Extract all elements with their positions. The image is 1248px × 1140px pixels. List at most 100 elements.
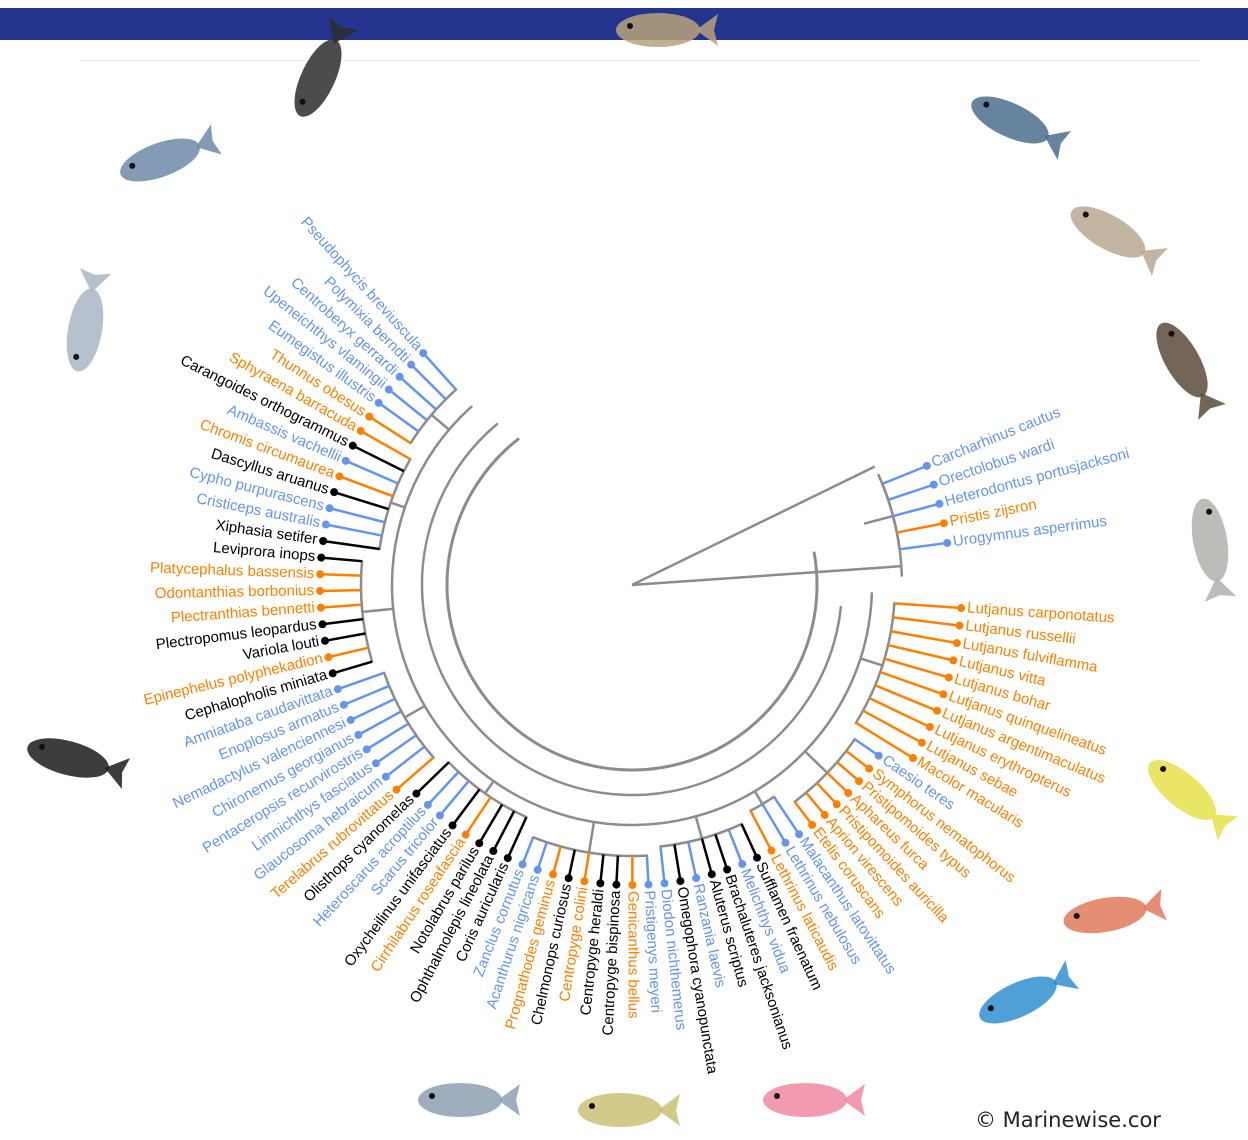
tip-branch bbox=[891, 631, 957, 643]
fish-illustration-blue-bream bbox=[115, 124, 222, 191]
fish-illustration-striped-butterflyfish bbox=[285, 16, 359, 123]
fish-body bbox=[1063, 196, 1153, 267]
tip-branch bbox=[508, 817, 527, 858]
tip-branch bbox=[894, 603, 961, 608]
tip-node bbox=[329, 669, 337, 677]
clade-stem bbox=[861, 658, 883, 665]
tip-branch bbox=[616, 856, 618, 885]
clade-stem bbox=[362, 609, 393, 612]
tip-node bbox=[565, 874, 573, 882]
tip-node bbox=[926, 723, 934, 731]
tip-branch bbox=[742, 824, 757, 858]
fish-illustration-pink-snapper bbox=[763, 1083, 865, 1117]
fish-body bbox=[285, 33, 351, 123]
root-branch bbox=[632, 467, 901, 585]
fish-illustration-tuna bbox=[965, 87, 1072, 161]
tip-node bbox=[357, 427, 365, 435]
tip-branch bbox=[806, 793, 825, 815]
tip-node bbox=[330, 488, 338, 496]
fish-body bbox=[578, 1093, 662, 1127]
tip-node bbox=[875, 752, 883, 760]
tip-node bbox=[419, 349, 427, 357]
tip-branch bbox=[569, 850, 575, 878]
tip-node bbox=[644, 881, 652, 889]
tip-branch bbox=[600, 854, 603, 883]
fish-tail bbox=[498, 1084, 520, 1116]
tip-branch bbox=[340, 476, 393, 496]
tip-branch bbox=[846, 751, 869, 769]
tip-branch bbox=[855, 739, 879, 756]
tip-branch bbox=[856, 723, 913, 758]
fish-body bbox=[61, 286, 109, 375]
fish-illustration-flathead bbox=[616, 13, 718, 47]
tip-node bbox=[334, 685, 342, 693]
tip-branch bbox=[827, 773, 848, 793]
fish-eye bbox=[627, 23, 633, 29]
tip-node bbox=[708, 870, 716, 878]
tip-branch bbox=[322, 619, 363, 624]
tip-node bbox=[504, 854, 512, 862]
tip-branch bbox=[837, 762, 859, 781]
tip-branch bbox=[817, 783, 837, 804]
tip-node bbox=[324, 653, 332, 661]
tip-node bbox=[660, 879, 668, 887]
clade-stem bbox=[391, 503, 405, 508]
tip-node bbox=[933, 707, 941, 715]
fish-illustration-small-perch bbox=[1063, 196, 1168, 276]
tip-node bbox=[918, 739, 926, 747]
tip-branch bbox=[361, 431, 411, 459]
tip-node bbox=[449, 821, 457, 829]
tip-node bbox=[930, 481, 938, 489]
tip-branch bbox=[893, 504, 939, 516]
tip-branch bbox=[884, 659, 948, 678]
fish-eye bbox=[429, 1093, 435, 1099]
tip-node bbox=[767, 847, 775, 855]
tip-node bbox=[396, 373, 404, 381]
fish-body bbox=[23, 731, 113, 786]
clade-stem bbox=[805, 751, 827, 772]
fish-eye bbox=[589, 1103, 595, 1109]
tip-node bbox=[336, 472, 344, 480]
tip-branch bbox=[423, 353, 456, 389]
tip-node bbox=[753, 854, 761, 862]
tip-branch bbox=[328, 648, 368, 657]
fish-illustration-yellow-snapper bbox=[1139, 750, 1239, 842]
tip-branch bbox=[325, 633, 365, 640]
fish-body bbox=[1146, 315, 1217, 405]
copyright-text: © Marinewise.cor bbox=[975, 1108, 1161, 1132]
tip-branch bbox=[330, 508, 385, 522]
tip-branch bbox=[863, 711, 922, 743]
tip-node bbox=[365, 413, 373, 421]
tip-node bbox=[363, 745, 371, 753]
tip-node bbox=[949, 656, 957, 664]
tip-branch bbox=[893, 617, 959, 625]
tip-node bbox=[321, 637, 329, 645]
clade-stem bbox=[405, 706, 425, 718]
tip-node bbox=[943, 539, 951, 547]
fish-illustration-sunfish bbox=[418, 1083, 520, 1117]
clade-stem bbox=[755, 791, 763, 804]
fish-illustration-moorish-idol bbox=[23, 731, 130, 790]
backbone-arc-middle bbox=[422, 424, 841, 795]
fish-body bbox=[418, 1083, 502, 1117]
fish-illustration-red-snapper bbox=[1061, 888, 1167, 939]
tip-branch bbox=[751, 811, 772, 851]
tip-branch bbox=[688, 842, 696, 878]
tip-node bbox=[955, 622, 963, 630]
tip-node bbox=[326, 504, 334, 512]
tip-branch bbox=[897, 523, 944, 532]
tip-node bbox=[317, 604, 325, 612]
clade-stem bbox=[589, 822, 594, 853]
tip-branch bbox=[647, 856, 649, 885]
tip-node bbox=[519, 860, 527, 868]
tip-node bbox=[322, 521, 330, 529]
tip-node bbox=[945, 673, 953, 681]
clade-stem bbox=[696, 816, 702, 838]
tip-node bbox=[385, 386, 393, 394]
tip-branch bbox=[882, 466, 927, 484]
backbone-arc-inner bbox=[447, 439, 817, 770]
tip-node bbox=[347, 716, 355, 724]
tip-branch bbox=[660, 846, 664, 883]
